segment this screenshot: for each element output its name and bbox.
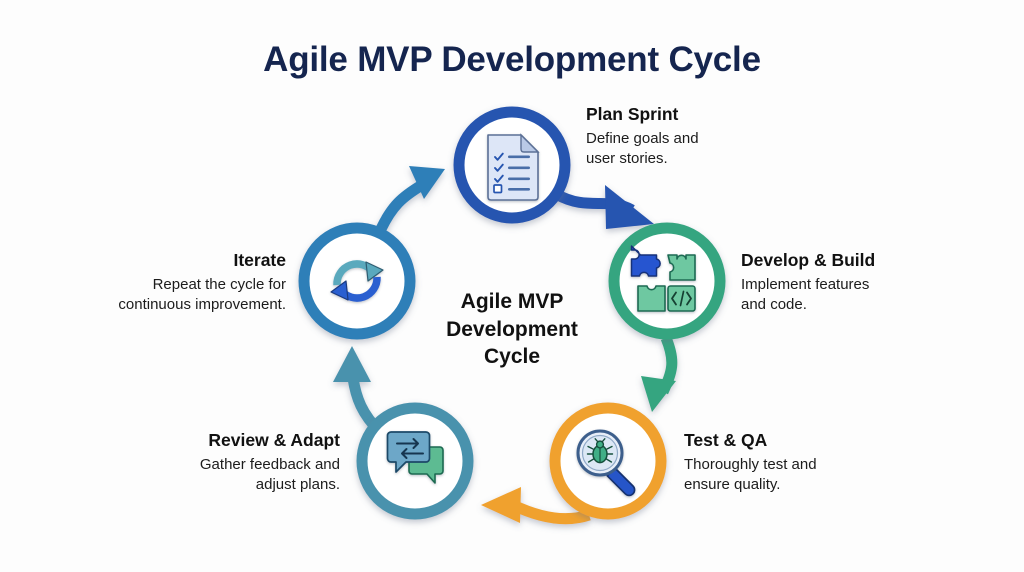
label-plan-sprint: Plan Sprint Define goals and user storie…	[586, 104, 786, 169]
checklist-document-icon	[487, 133, 540, 201]
node-plan-sprint[interactable]	[453, 106, 571, 224]
label-review-adapt: Review & Adapt Gather feedback and adjus…	[120, 430, 340, 495]
label-test-qa-title: Test & QA	[684, 430, 768, 450]
node-test-qa[interactable]	[549, 402, 667, 520]
label-develop-build: Develop & Build Implement features and c…	[741, 250, 956, 315]
label-test-qa: Test & QA Thoroughly test and ensure qua…	[684, 430, 904, 495]
label-plan-sprint-title: Plan Sprint	[586, 104, 679, 124]
magnifier-bug-icon	[576, 429, 636, 497]
speech-bubbles-exchange-icon	[386, 431, 444, 484]
label-review-adapt-title: Review & Adapt	[208, 430, 340, 450]
puzzle-code-icon	[630, 245, 696, 312]
label-iterate-title: Iterate	[233, 250, 286, 270]
label-plan-sprint-desc: Define goals and user stories.	[586, 129, 699, 167]
arrow-test-to-review	[481, 487, 591, 525]
refresh-cycle-icon	[330, 260, 384, 302]
label-test-qa-desc: Thoroughly test and ensure quality.	[684, 455, 817, 493]
label-iterate-desc: Repeat the cycle for continuous improvem…	[118, 275, 286, 313]
node-iterate[interactable]	[298, 222, 416, 340]
label-develop-build-desc: Implement features and code.	[741, 275, 870, 313]
arrow-develop-to-test	[641, 335, 678, 412]
label-iterate: Iterate Repeat the cycle for continuous …	[56, 250, 286, 315]
label-review-adapt-desc: Gather feedback and adjust plans.	[199, 455, 340, 493]
arrow-plan-to-develop	[553, 185, 654, 229]
arrow-iterate-to-plan	[376, 166, 445, 232]
page-title: Agile MVP Development Cycle	[263, 40, 761, 79]
node-review-adapt[interactable]	[356, 402, 474, 520]
label-develop-build-title: Develop & Build	[741, 250, 876, 270]
node-develop-build[interactable]	[608, 222, 726, 340]
arrow-review-to-iterate	[333, 346, 384, 436]
center-label: Agile MVP Development Cycle	[446, 290, 578, 369]
